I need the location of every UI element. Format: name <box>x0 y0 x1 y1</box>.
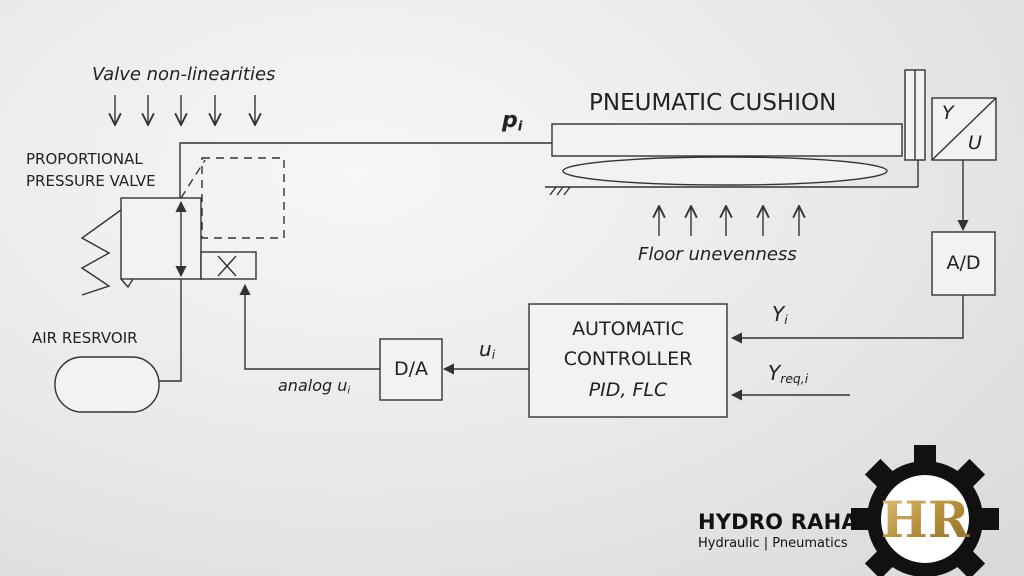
cushion-air-bag <box>562 156 888 186</box>
valve-body <box>120 197 202 280</box>
analog-signal-label: analog ui <box>278 376 351 397</box>
gear-icon <box>851 445 999 576</box>
valve-nonlinearity-arrows <box>115 95 255 125</box>
brand-name: HYDRO RAHAB <box>698 510 875 534</box>
yi-feedback-arrow <box>730 295 964 344</box>
ad-box-label: A/D <box>946 252 981 274</box>
valve-cross-section <box>200 251 257 280</box>
svg-text:HR: HR <box>881 490 970 549</box>
hr-logo-mark: HR <box>881 490 970 549</box>
reservoir-line <box>155 279 182 382</box>
controller-label-line3: PID, FLC <box>588 379 668 401</box>
controller-label-line1: AUTOMATIC <box>572 318 684 340</box>
controller-label-line2: CONTROLLER <box>563 348 693 370</box>
proportional-valve-label-line1: PROPORTIONAL <box>26 150 143 168</box>
floor-hatch <box>549 186 571 196</box>
analog-signal-arrow <box>239 283 380 370</box>
brand-tagline: Hydraulic | Pneumatics <box>698 536 848 551</box>
air-reservoir-tank <box>54 356 160 413</box>
da-converter-box <box>379 338 443 401</box>
controller-box <box>528 303 728 418</box>
pneumatic-cushion-title: PNEUMATIC CUSHION <box>589 90 837 116</box>
air-reservoir-label: AIR RESRVOIR <box>32 329 138 347</box>
cushion-body <box>551 123 903 157</box>
pilot-dashed-box <box>201 157 285 239</box>
pressure-line <box>179 142 552 200</box>
yu-y-label: Y <box>942 102 954 124</box>
da-box-label: D/A <box>393 358 429 380</box>
ui-label: ui <box>479 337 496 363</box>
yu-u-label: U <box>968 132 982 154</box>
yreq-label: Yreq,i <box>768 361 809 387</box>
valve-spring-symbol <box>80 209 122 296</box>
proportional-valve-label-line2: PRESSURE VALVE <box>26 172 156 190</box>
pressure-label: pi <box>502 108 523 135</box>
yi-label: Yi <box>772 302 788 328</box>
valve-nonlinearities-label: Valve non-linearities <box>92 64 276 85</box>
floor-unevenness-label: Floor unevenness <box>638 244 797 265</box>
floor-unevenness-arrows <box>659 206 799 236</box>
